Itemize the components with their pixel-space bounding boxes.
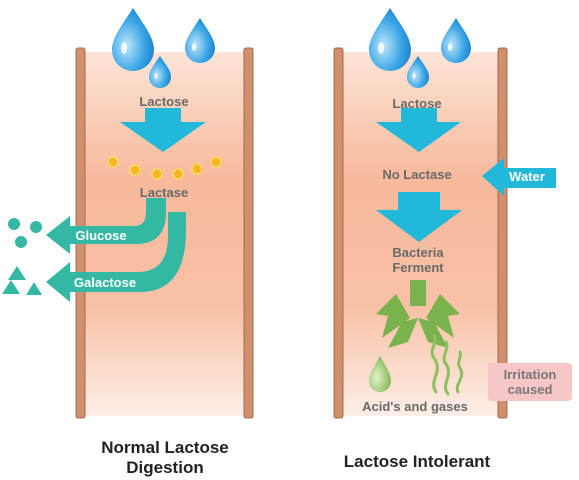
lactase-label: Lactase [139,185,189,200]
right-water-drops [369,8,471,88]
water-arrow [482,158,556,196]
acids-gases-label: Acid's and gases [362,399,468,414]
gas-wisps-icon [430,334,464,396]
irritation-line1: Irritation [503,367,557,382]
left-water-drops [112,8,215,88]
left-caption: Normal Lactose Digestion [60,438,270,478]
acid-drop-icon [369,356,391,392]
left-lactose-label: Lactose [139,94,189,109]
irritation-line2: caused [507,382,553,397]
right-caption: Lactose Intolerant [343,452,491,471]
right-lactose-label: Lactose [392,96,442,111]
bacteria-ferment-label: Bacteria Ferment [368,245,468,275]
bacteria-line: Bacteria [392,245,444,260]
irritation-badge: Irritation caused [488,363,572,401]
no-lactase-label: No Lactase [382,167,452,182]
glucose-icon [8,218,42,248]
ferment-split-arrow [376,280,460,348]
galactose-icon [2,266,42,295]
no-lactase-arrow [376,192,462,242]
left-caption-line1: Normal Lactose [101,438,229,457]
left-caption-line2: Digestion [126,458,204,477]
glucose-label: Glucose [75,228,127,243]
lactase-enzyme-dots [107,156,222,180]
left-lactose-arrow [120,108,206,152]
ferment-line: Ferment [392,260,444,275]
right-lactose-arrow [376,108,461,152]
galactose-label: Galactose [73,275,137,290]
split-arrows [46,198,186,302]
water-label: Water [509,169,545,184]
